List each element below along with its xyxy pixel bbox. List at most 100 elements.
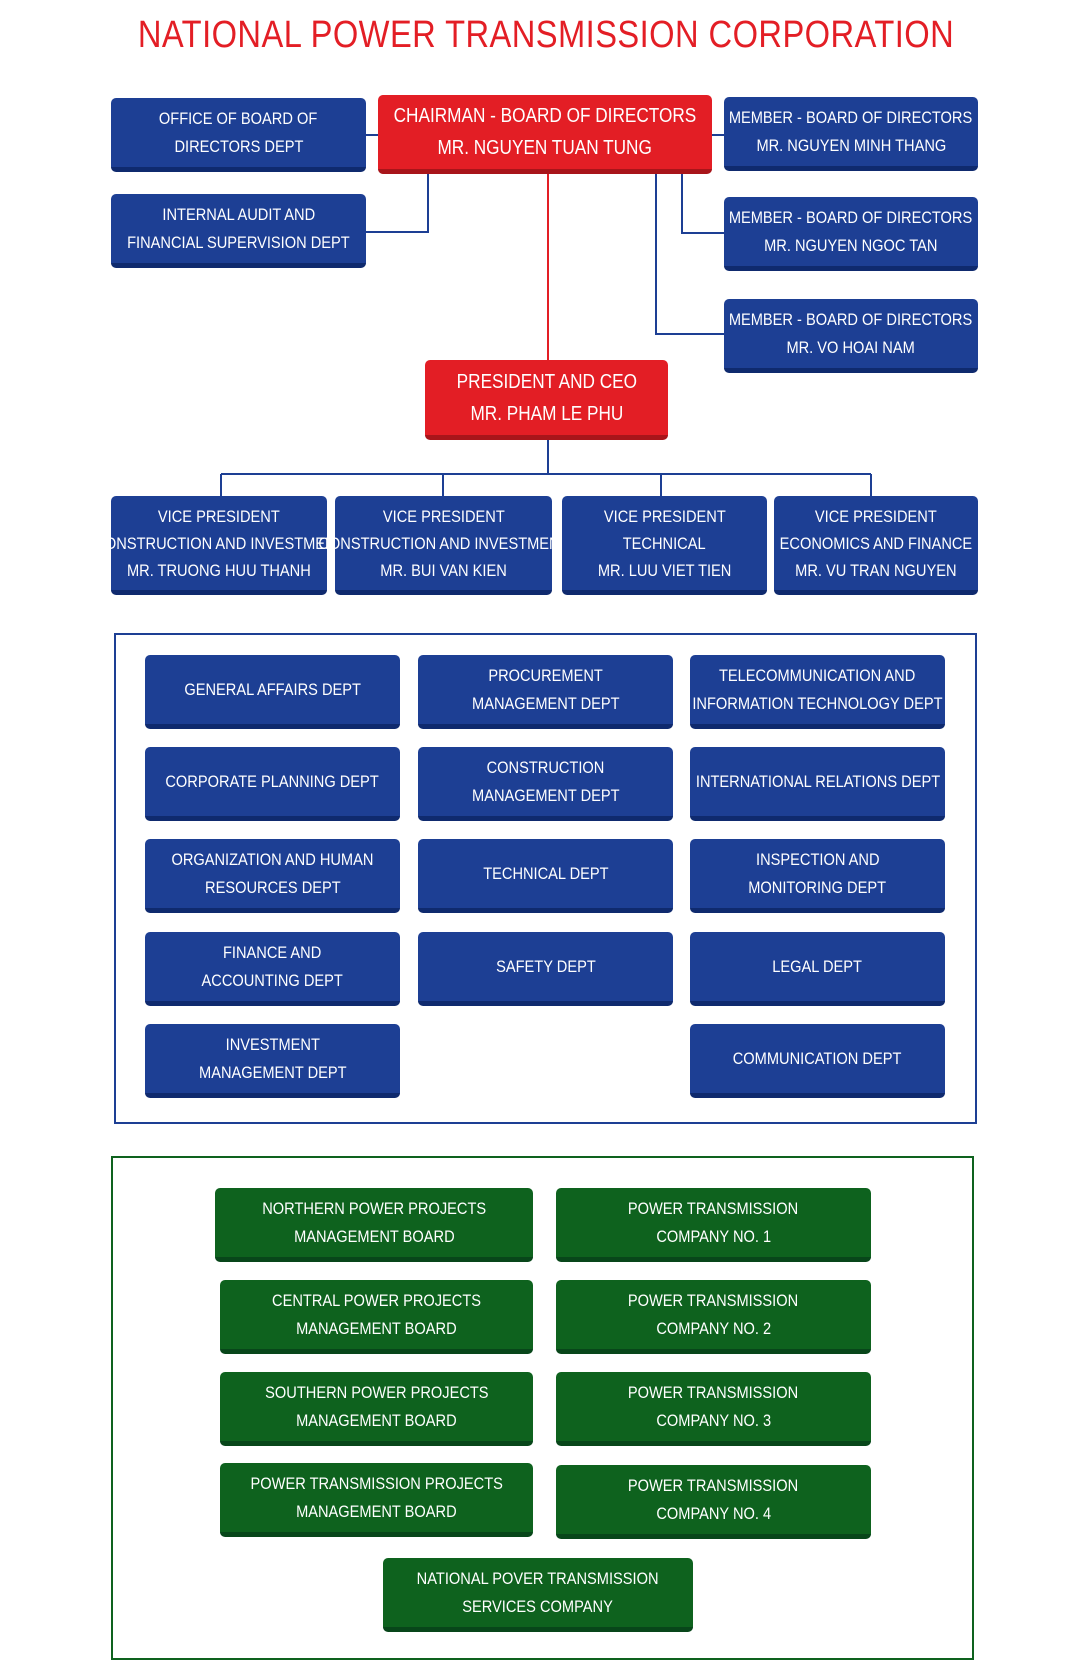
department-line2: MANAGEMENT DEPT [471, 693, 620, 713]
unit-line1: SOUTHERN POWER PROJECTS [264, 1382, 489, 1402]
board-member-title: MEMBER - BOARD OF DIRECTORS [729, 309, 973, 329]
unit-box: POWER TRANSMISSION COMPANY NO. 3 [556, 1372, 871, 1446]
board-member-box: MEMBER - BOARD OF DIRECTORS MR. NGUYEN N… [724, 197, 978, 271]
office-board-line2: DIRECTORS DEPT [174, 136, 303, 156]
vp-title: VICE PRESIDENT [158, 506, 280, 526]
department-line2: MANAGEMENT DEPT [471, 785, 620, 805]
unit-box: POWER TRANSMISSION COMPANY NO. 1 [556, 1188, 871, 1262]
unit-box: POWER TRANSMISSION COMPANY NO. 4 [556, 1465, 871, 1539]
unit-line2: MANAGEMENT BOARD [296, 1501, 457, 1521]
department-line2: MANAGEMENT DEPT [198, 1062, 347, 1082]
chairman-box: CHAIRMAN - BOARD OF DIRECTORS MR. NGUYEN… [378, 95, 712, 174]
department-box: INVESTMENT MANAGEMENT DEPT [145, 1024, 400, 1098]
department-line1: PROCUREMENT [488, 665, 603, 685]
chairman-title: CHAIRMAN - BOARD OF DIRECTORS [393, 105, 697, 127]
board-member-name: MR. NGUYEN NGOC TAN [764, 235, 938, 255]
unit-line2: MANAGEMENT BOARD [296, 1318, 457, 1338]
department-box: LEGAL DEPT [690, 932, 945, 1006]
department-line1: SAFETY DEPT [495, 956, 596, 976]
vp-name: MR. TRUONG HUU THANH [127, 560, 311, 580]
vp-area: CONSTRUCTION AND INVESTMENT [318, 533, 569, 553]
unit-line1: NORTHERN POWER PROJECTS [262, 1198, 486, 1218]
internal-audit-line2: FINANCIAL SUPERVISION DEPT [127, 232, 350, 252]
board-member-box: MEMBER - BOARD OF DIRECTORS MR. VO HOAI … [724, 299, 978, 373]
department-line2: RESOURCES DEPT [204, 877, 341, 897]
vice-president-box: VICE PRESIDENT CONSTRUCTION AND INVESTME… [94, 496, 344, 595]
department-box: SAFETY DEPT [418, 932, 673, 1006]
department-line1: CONSTRUCTION [486, 757, 605, 777]
board-member-box: MEMBER - BOARD OF DIRECTORS MR. NGUYEN M… [724, 97, 978, 171]
vp-title: VICE PRESIDENT [815, 506, 937, 526]
unit-line2: SERVICES COMPANY [462, 1596, 614, 1616]
connector-member-3 [655, 172, 724, 335]
unit-line2: MANAGEMENT BOARD [296, 1410, 457, 1430]
department-line1: TELECOMMUNICATION AND [719, 665, 916, 685]
unit-box: CENTRAL POWER PROJECTS MANAGEMENT BOARD [220, 1280, 533, 1354]
department-box: TECHNICAL DEPT [418, 839, 673, 913]
internal-audit-box: INTERNAL AUDIT AND FINANCIAL SUPERVISION… [111, 194, 366, 268]
department-line1: CORPORATE PLANNING DEPT [165, 771, 380, 791]
connector-member-2 [681, 172, 724, 234]
office-board-line1: OFFICE OF BOARD OF [159, 108, 318, 128]
unit-line1: POWER TRANSMISSION [628, 1198, 799, 1218]
unit-line1: POWER TRANSMISSION [628, 1475, 799, 1495]
internal-audit-line1: INTERNAL AUDIT AND [162, 204, 315, 224]
department-line1: INTERNATIONAL RELATIONS DEPT [695, 771, 940, 791]
office-board-box: OFFICE OF BOARD OF DIRECTORS DEPT [111, 98, 366, 172]
departments-panel [114, 633, 977, 1124]
department-line1: ORGANIZATION AND HUMAN [171, 849, 374, 869]
president-name: MR. PHAM LE PHU [470, 402, 623, 425]
vp-area: ECONOMICS AND FINANCE [779, 533, 973, 553]
department-line2: ACCOUNTING DEPT [201, 970, 344, 990]
department-box: GENERAL AFFAIRS DEPT [145, 655, 400, 729]
chairman-name: MR. NGUYEN TUAN TUNG [437, 137, 653, 159]
department-box: INSPECTION AND MONITORING DEPT [690, 839, 945, 913]
unit-line1: NATIONAL POVER TRANSMISSION [417, 1568, 659, 1588]
department-line1: FINANCE AND [223, 942, 322, 962]
unit-line1: POWER TRANSMISSION PROJECTS [250, 1473, 503, 1493]
unit-line1: CENTRAL POWER PROJECTS [271, 1290, 482, 1310]
unit-box: POWER TRANSMISSION COMPANY NO. 2 [556, 1280, 871, 1354]
board-member-title: MEMBER - BOARD OF DIRECTORS [729, 107, 973, 127]
department-line1: LEGAL DEPT [772, 956, 863, 976]
vp-name: MR. BUI VAN KIEN [380, 560, 507, 580]
vice-president-box: VICE PRESIDENT CONSTRUCTION AND INVESTME… [318, 496, 569, 595]
unit-line2: MANAGEMENT BOARD [293, 1226, 455, 1246]
vice-president-box: VICE PRESIDENT TECHNICAL MR. LUU VIET TI… [562, 496, 767, 595]
unit-line2: COMPANY NO. 3 [656, 1410, 771, 1430]
unit-line2: COMPANY NO. 1 [656, 1226, 771, 1246]
vp-area: TECHNICAL [623, 533, 706, 553]
department-box: PROCUREMENT MANAGEMENT DEPT [418, 655, 673, 729]
unit-line2: COMPANY NO. 4 [656, 1503, 771, 1523]
vp-title: VICE PRESIDENT [382, 506, 505, 526]
department-line1: INVESTMENT [225, 1034, 320, 1054]
department-box: FINANCE AND ACCOUNTING DEPT [145, 932, 400, 1006]
department-box: CORPORATE PLANNING DEPT [145, 747, 400, 821]
vp-area: CONSTRUCTION AND INVESTMENT [93, 533, 345, 553]
department-line1: TECHNICAL DEPT [482, 863, 609, 883]
department-box: TELECOMMUNICATION AND INFORMATION TECHNO… [690, 655, 945, 729]
department-line1: GENERAL AFFAIRS DEPT [184, 679, 361, 699]
vp-title: VICE PRESIDENT [603, 506, 726, 526]
vp-name: MR. VU TRAN NGUYEN [795, 560, 957, 580]
board-member-name: MR. NGUYEN MINH THANG [756, 135, 946, 155]
page-title: NATIONAL POWER TRANSMISSION CORPORATION [137, 14, 955, 56]
president-title: PRESIDENT AND CEO [456, 370, 637, 393]
unit-line1: POWER TRANSMISSION [628, 1290, 799, 1310]
unit-box: NORTHERN POWER PROJECTS MANAGEMENT BOARD [215, 1188, 533, 1262]
department-line1: INSPECTION AND [755, 849, 880, 869]
department-box: INTERNATIONAL RELATIONS DEPT [690, 747, 945, 821]
department-box: COMMUNICATION DEPT [690, 1024, 945, 1098]
units-panel [111, 1156, 974, 1660]
board-member-title: MEMBER - BOARD OF DIRECTORS [729, 207, 973, 227]
department-line2: INFORMATION TECHNOLOGY DEPT [692, 693, 943, 713]
department-box: ORGANIZATION AND HUMAN RESOURCES DEPT [145, 839, 400, 913]
department-box: CONSTRUCTION MANAGEMENT DEPT [418, 747, 673, 821]
unit-line1: POWER TRANSMISSION [628, 1382, 799, 1402]
president-box: PRESIDENT AND CEO MR. PHAM LE PHU [425, 360, 668, 440]
connector-audit [366, 172, 429, 233]
unit-box: NATIONAL POVER TRANSMISSION SERVICES COM… [383, 1558, 693, 1632]
board-member-name: MR. VO HOAI NAM [786, 337, 916, 357]
